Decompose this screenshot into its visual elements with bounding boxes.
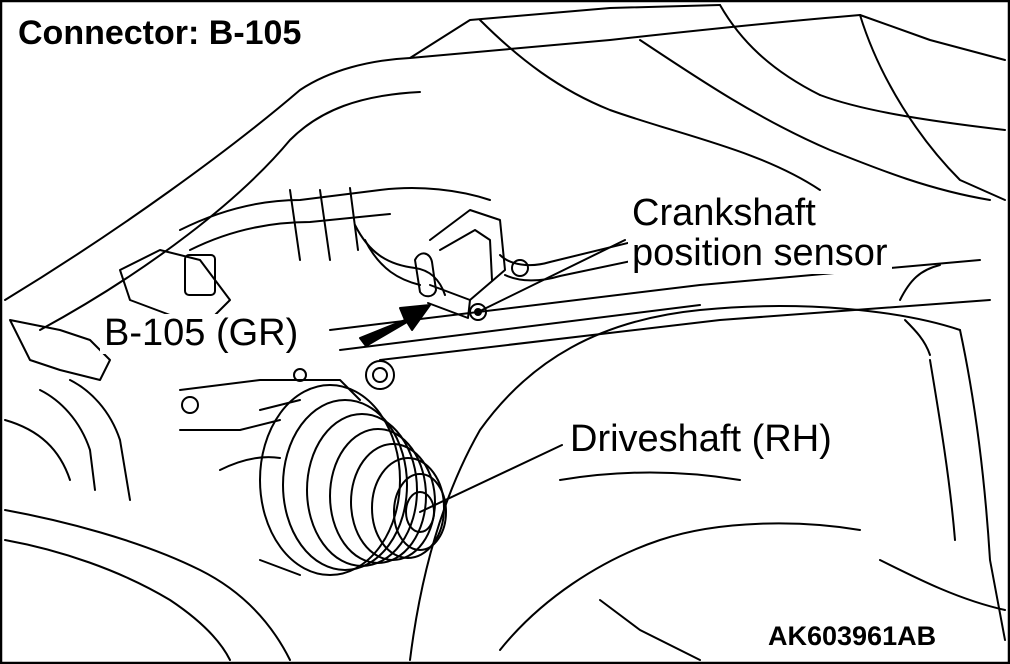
crankshaft-label-line1: Crankshaft bbox=[632, 192, 816, 234]
crank-leader-line bbox=[477, 239, 626, 313]
driveshaft-callout: Driveshaft (RH) bbox=[566, 419, 836, 460]
figure-title: Connector: B-105 bbox=[14, 14, 308, 56]
figure-id: AK603961AB bbox=[764, 620, 941, 653]
crankshaft-label-line2: position sensor bbox=[632, 231, 888, 274]
drive-leader-line bbox=[419, 444, 563, 513]
crankshaft-sensor-callout: Crankshaft position sensor bbox=[628, 192, 892, 274]
connector-callout: B-105 (GR) bbox=[100, 313, 303, 354]
connector-arrow bbox=[359, 304, 431, 347]
driveshaft-boot bbox=[259, 384, 447, 576]
